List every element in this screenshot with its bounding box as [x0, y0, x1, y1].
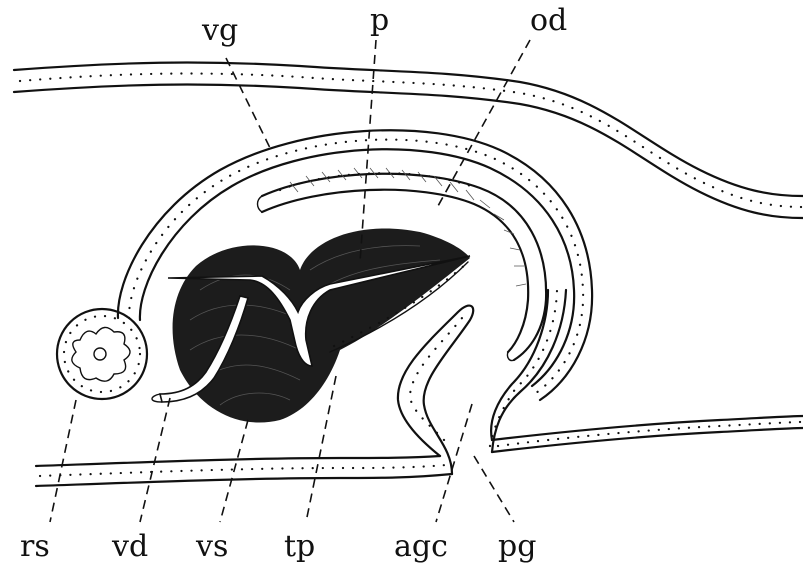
leader-rs — [50, 400, 76, 522]
label-vg: vg — [201, 13, 238, 48]
label-pg: pg — [498, 529, 536, 564]
label-tp: tp — [284, 529, 315, 564]
label-vs: vs — [195, 529, 228, 564]
upper-body-wall — [14, 63, 803, 218]
leader-od — [438, 40, 530, 206]
label-od: od — [530, 3, 567, 38]
lower-body-wall-left — [36, 456, 452, 486]
leader-pg — [474, 456, 514, 522]
leader-vs — [220, 420, 248, 522]
label-vd: vd — [111, 529, 148, 564]
leader-vg — [226, 58, 272, 152]
seminal-vesicle — [152, 228, 470, 422]
receptaculum-seminis — [57, 309, 147, 399]
leader-vd — [140, 398, 170, 522]
label-p: p — [370, 3, 389, 38]
leader-agc — [436, 404, 472, 522]
label-agc: agc — [394, 529, 448, 564]
lower-body-wall-right — [492, 416, 803, 452]
label-rs: rs — [20, 529, 50, 564]
